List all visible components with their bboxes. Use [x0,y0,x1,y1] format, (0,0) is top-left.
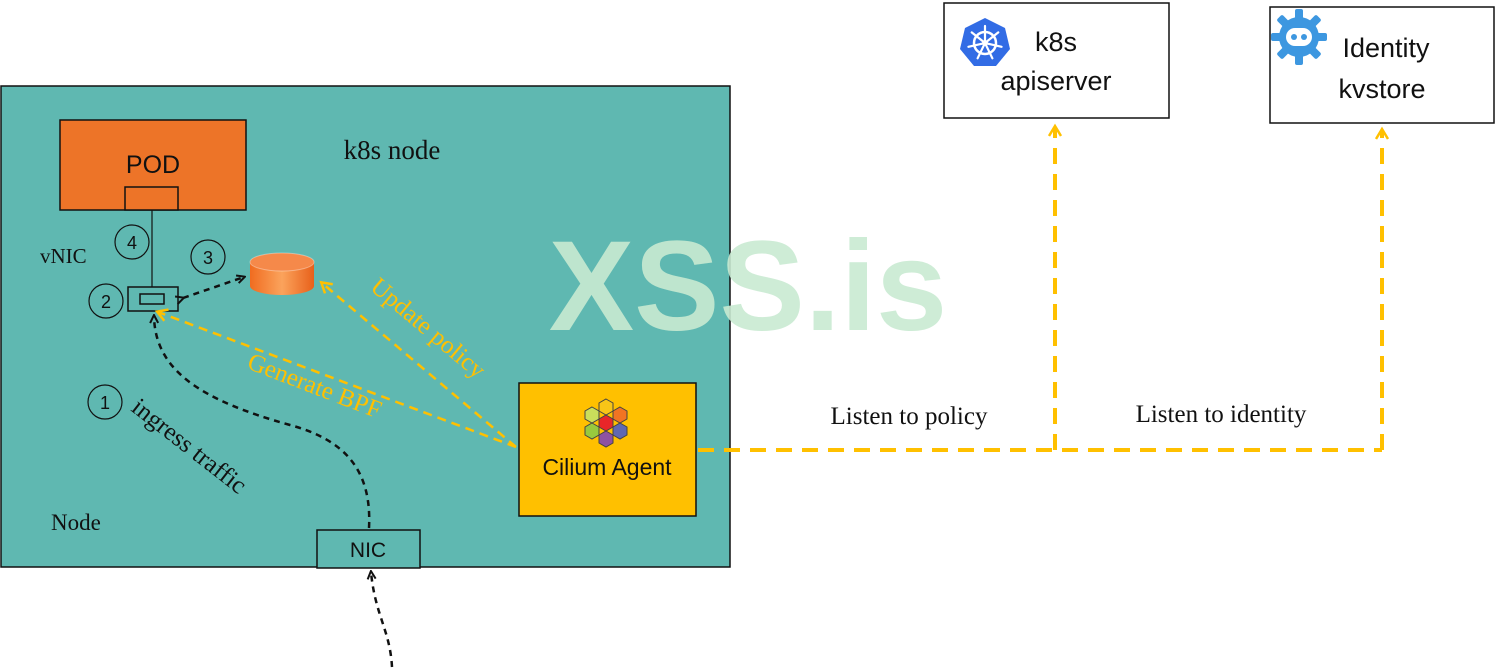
step-1: 1 [87,384,123,420]
step-4: 4 [114,224,150,260]
step-2-label: 2 [101,292,111,312]
generate-bpf-arrow [158,312,517,449]
vnic-label: vNIC [40,244,87,268]
watermark: XSS.is [549,215,947,358]
cilium-hexagons-icon [584,398,628,448]
step-1-label: 1 [100,393,110,413]
step-4-label: 4 [127,233,137,253]
bpf-map-cylinder-icon[interactable] [249,252,315,295]
cilium-agent-label: Cilium Agent [542,454,672,480]
external-traffic-arrow [371,572,394,668]
pod-label: POD [126,151,180,179]
apiserver-line2: apiserver [1000,66,1111,96]
vnic-port [139,293,165,305]
step-3: 3 [190,239,226,275]
ingress-traffic-arrow [154,316,371,529]
step-2: 2 [88,283,124,319]
nic-label: NIC [350,539,386,562]
listen-policy-label: Listen to policy [831,403,988,430]
node-title: k8s node [344,135,441,165]
kubernetes-helm-icon [960,18,1010,66]
kvstore-line2: kvstore [1338,74,1425,104]
listen-identity-label: Listen to identity [1136,401,1307,428]
pod-interface [124,186,179,211]
kvstore-gear-icon [1271,9,1327,65]
apiserver-line1: k8s [1035,27,1077,57]
update-policy-arrow [322,283,517,448]
nic-box[interactable] [316,529,421,569]
kvstore-line1: Identity [1342,33,1430,63]
node-footer-label: Node [51,510,101,535]
step-3-label: 3 [203,248,213,268]
